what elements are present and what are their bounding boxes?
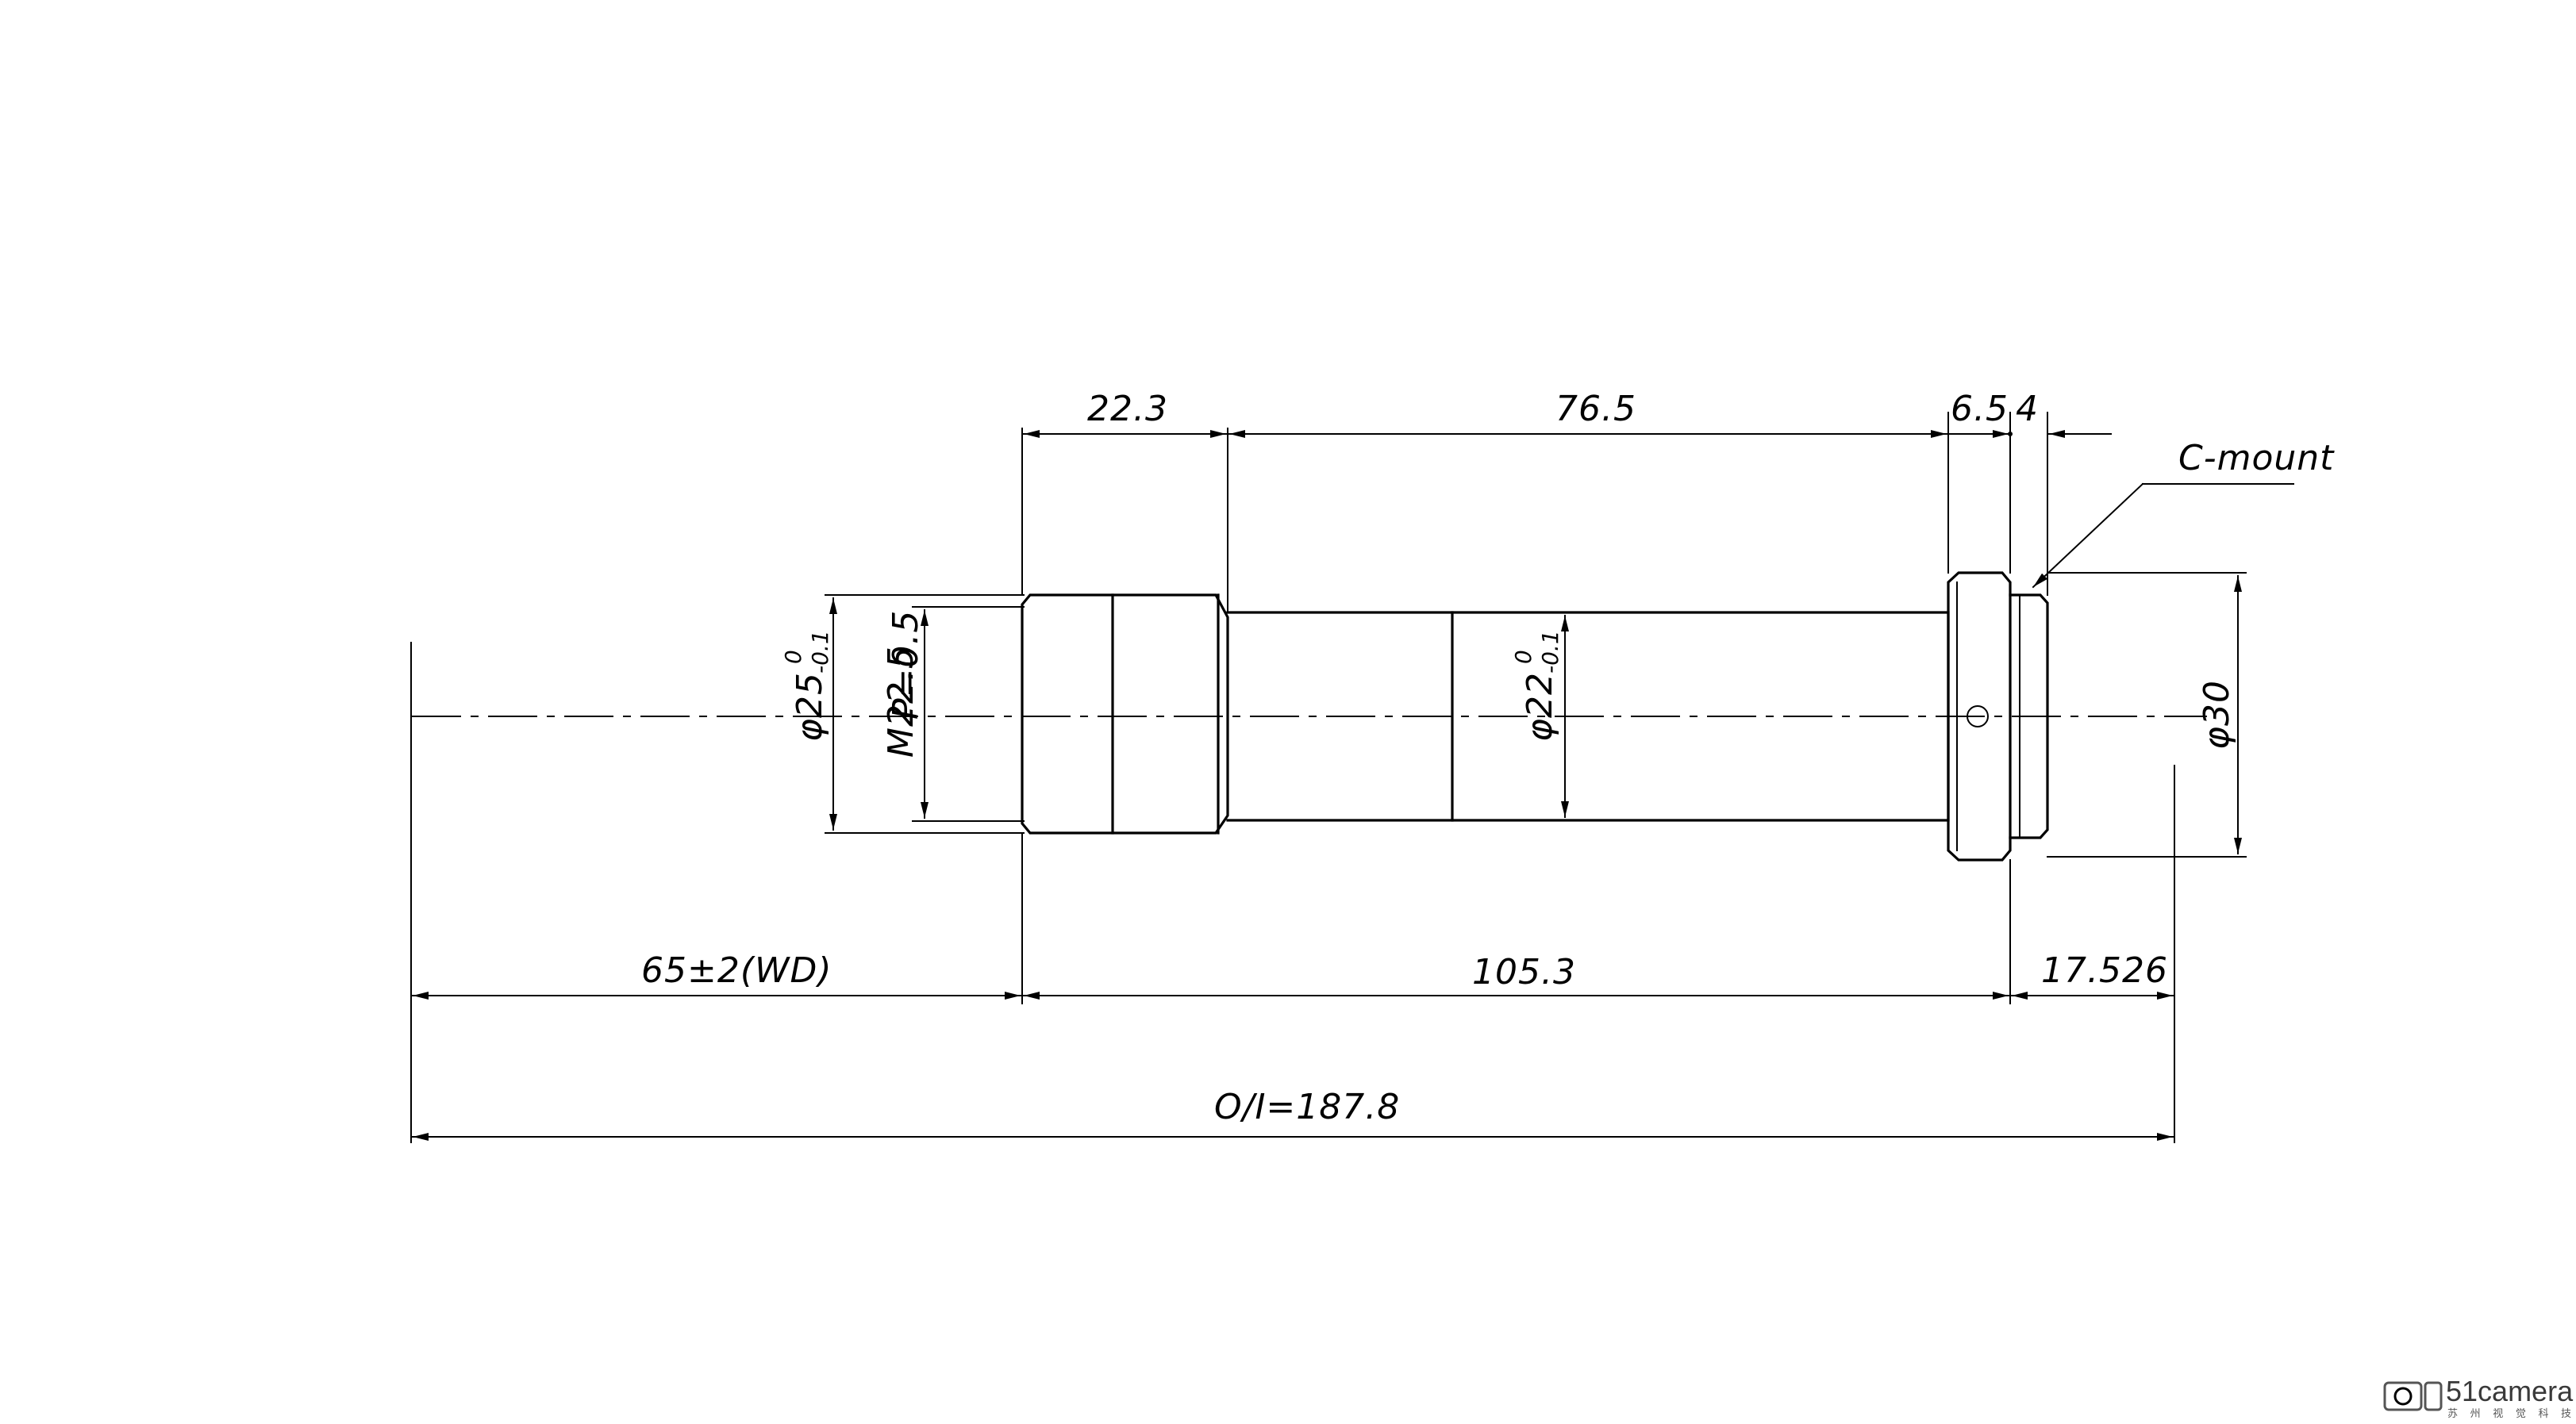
left-diameter-dimensions: φ25 0 -0.1 M22.5 P=0.5 <box>780 594 1025 834</box>
dim-thread-size: M22.5 <box>881 646 921 758</box>
dim-front-diameter-tol-lower: -0.1 <box>807 630 833 674</box>
dim-body-length: 105.3 <box>1472 952 1576 992</box>
dim-front-diameter-tol-upper: 0 <box>780 650 806 664</box>
dim-front-diameter: φ25 <box>790 672 830 742</box>
camera-icon <box>2383 1381 2423 1411</box>
dim-tube-length: 76.5 <box>1555 389 1636 429</box>
c-mount-thread <box>2009 593 2049 839</box>
lens-body <box>1021 571 2049 862</box>
tube-diameter-dimension: φ22 0 -0.1 <box>1510 615 1569 818</box>
dim-tube-diameter: φ22 <box>1520 672 1560 742</box>
dim-front-length: 22.3 <box>1087 389 1168 429</box>
watermark-subtitle: 苏 州 视 觉 科 技 <box>2447 1407 2576 1419</box>
watermark-brand: 51camera <box>2446 1375 2574 1407</box>
dim-flange-distance: 17.526 <box>2041 950 2168 991</box>
dim-ring-width: 6.5 <box>1951 389 2009 429</box>
dim-tube-diameter-tol-upper: 0 <box>1510 650 1536 664</box>
dim-working-distance: 65±2(WD) <box>641 950 832 991</box>
dim-mount-width: 4 <box>2016 389 2039 429</box>
dim-tube-diameter-tol-lower: -0.1 <box>1537 630 1563 674</box>
dim-rear-diameter: φ30 <box>2197 680 2237 750</box>
watermark-logo: 51camera 苏 州 视 觉 科 技 <box>2383 1375 2576 1419</box>
bottom-dimensions: 65±2(WD) 105.3 17.526 O/I=187.8 <box>412 765 2175 1143</box>
c-mount-label: C-mount <box>2178 438 2335 478</box>
front-barrel <box>1021 593 1229 835</box>
rear-ring <box>1947 571 2012 862</box>
locking-screw-hole <box>1967 705 1989 727</box>
rear-diameter-dimension: φ30 <box>2047 572 2247 858</box>
top-dimensions: 22.3 76.5 6.5 4 <box>1021 389 2112 613</box>
dim-object-to-image: O/I=187.8 <box>1214 1087 1400 1127</box>
dim-thread-pitch: P=0.5 <box>886 610 926 720</box>
c-mount-callout: C-mount <box>2032 438 2335 589</box>
